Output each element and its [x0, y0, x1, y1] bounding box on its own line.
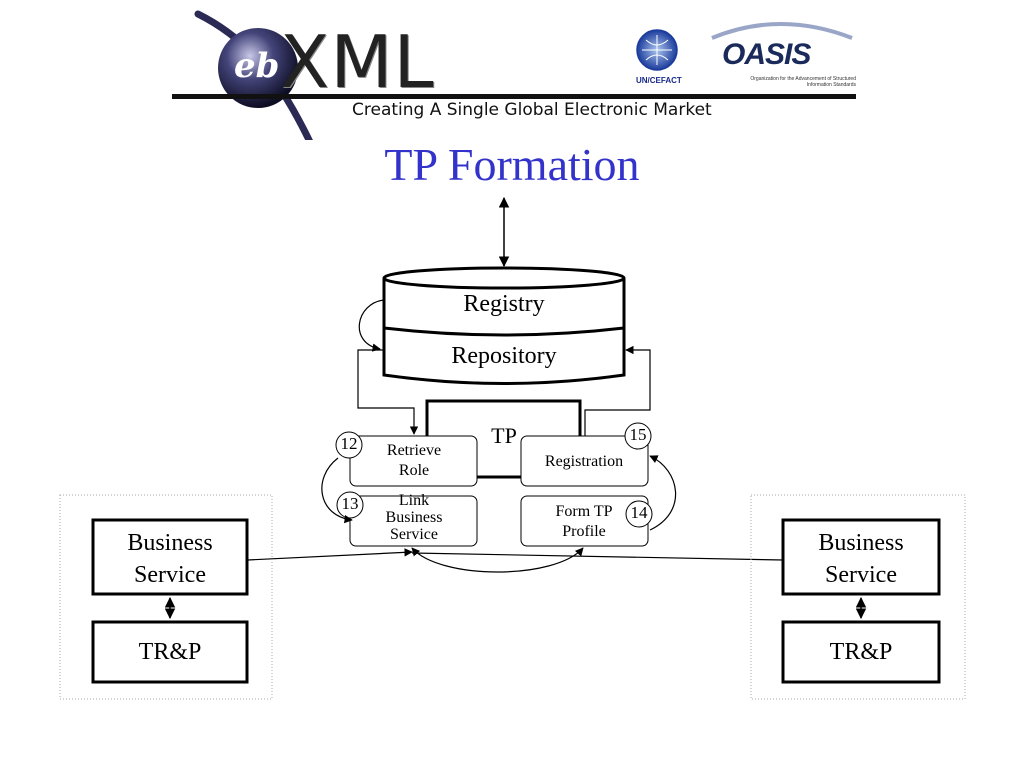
right-bs-line2: Service: [825, 562, 897, 588]
step-15-circle: [624, 422, 652, 450]
left-trp-box: [91, 620, 249, 684]
step-15-number: 15: [629, 425, 647, 444]
registry-loop-arrow: [358, 299, 385, 352]
retrieve-role-line1: Retrieve: [386, 442, 442, 459]
registry-label: Registry: [463, 291, 545, 317]
retrieve-role-label: Retrieve Role: [362, 441, 466, 481]
header-graphics: [172, 10, 856, 140]
ebxml-logo-eb: eb: [234, 46, 280, 86]
step-14-number: 14: [630, 503, 648, 522]
tp-label: TP: [491, 423, 517, 448]
left-business-service-box: [91, 518, 249, 596]
ebxml-globe-icon: [218, 28, 298, 108]
header-tagline: Creating A Single Global Electronic Mark…: [352, 100, 712, 120]
right-party-container: [750, 494, 966, 700]
registry-repository-cylinder: [382, 266, 626, 385]
link-business-service-label: Link Business Service: [362, 492, 466, 543]
profile-to-registration-arrow: [649, 455, 677, 531]
oasis-subtitle: Organization for the Advancement of Stru…: [750, 76, 856, 88]
link-line3: Service: [390, 526, 438, 543]
left-party-container: [59, 494, 273, 700]
oasis-logo-text: OASIS: [722, 38, 811, 71]
left-bs-line1: Business: [127, 530, 213, 556]
repository-to-retrieve-arrow: [357, 349, 419, 435]
repository-label: Repository: [451, 343, 557, 369]
header-rule: [172, 94, 856, 99]
link-line2: Business: [385, 509, 443, 526]
slide-title: TP Formation: [384, 139, 640, 190]
step-12-circle: [335, 431, 363, 459]
left-service-to-link-line: [247, 548, 413, 561]
left-trp-label: TR&P: [138, 639, 202, 665]
registration-to-repository-arrow: [584, 345, 651, 436]
left-business-service-label: Business Service: [93, 527, 247, 591]
right-trp-box: [781, 620, 941, 684]
retrieve-role-line2: Role: [398, 462, 430, 479]
right-service-to-link-line: [411, 552, 784, 561]
step-12-number: 12: [340, 434, 358, 453]
form-tp-profile-label: Form TP Profile: [536, 502, 632, 542]
form-tp-line1: Form TP: [555, 503, 613, 520]
uncefact-label: UN/CEFACT: [636, 76, 682, 85]
retrieve-to-link-arrow: [321, 457, 353, 524]
registration-label: Registration: [544, 453, 624, 470]
form-tp-line2: Profile: [562, 523, 606, 540]
ebxml-logo-text: XML: [280, 20, 435, 104]
right-trp-label: TR&P: [829, 639, 893, 665]
retrieve-role-box: [349, 435, 478, 487]
link-line1: Link: [398, 492, 430, 509]
step-13-number: 13: [341, 494, 359, 513]
right-business-service-label: Business Service: [783, 527, 939, 591]
right-bs-line1: Business: [818, 530, 904, 556]
step-14-circle: [625, 500, 653, 528]
link-to-profile-arrow: [411, 547, 584, 573]
right-business-service-box: [781, 518, 941, 596]
left-bs-line2: Service: [134, 562, 206, 588]
oasis-arc: [711, 22, 853, 40]
